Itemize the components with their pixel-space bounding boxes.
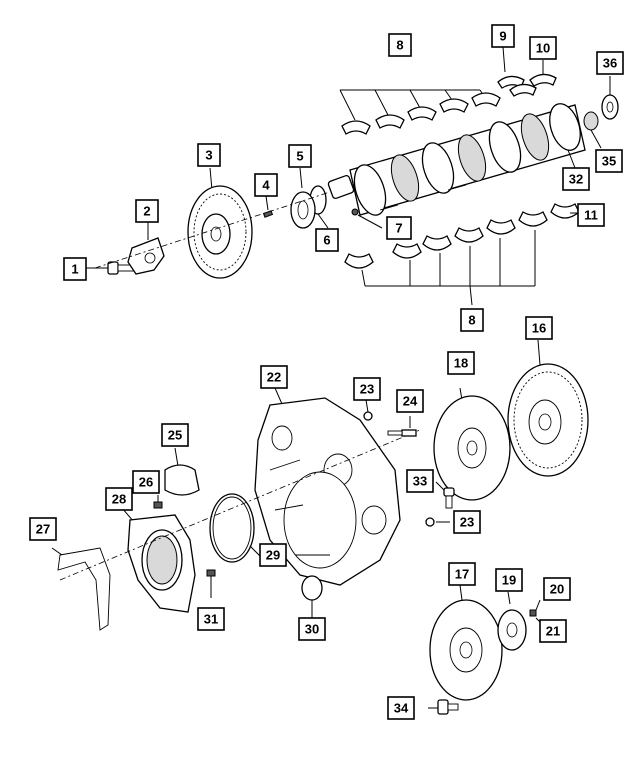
callout-label: 22 (267, 370, 281, 385)
callout-23b: 23 (453, 510, 481, 534)
rear-collar-and-washer (583, 76, 619, 149)
callout-8b: 8 (460, 308, 484, 332)
callout-2: 2 (135, 199, 159, 223)
callout-label: 18 (454, 356, 468, 371)
callout-label: 9 (499, 29, 506, 44)
flywheel (507, 339, 589, 477)
flexplate (433, 387, 511, 509)
lower-flexplate-assembly (428, 584, 541, 715)
callout-label: 19 (502, 573, 516, 588)
callout-label: 24 (403, 394, 418, 409)
callout-11: 11 (577, 203, 605, 227)
callout-label: 16 (532, 321, 546, 336)
callout-label: 21 (546, 624, 560, 639)
callout-9: 9 (491, 24, 515, 48)
callout-29: 29 (259, 543, 287, 567)
rear-seal-retainer (51, 507, 196, 631)
callout-23a: 23 (353, 377, 381, 401)
callout-22: 22 (260, 365, 288, 389)
callout-28: 28 (105, 487, 133, 511)
callout-1: 1 (63, 257, 87, 281)
callout-31: 31 (197, 607, 225, 631)
callout-label: 35 (602, 154, 616, 169)
callout-18: 18 (447, 351, 475, 375)
damper-pin-and-gear (94, 167, 331, 269)
callout-4: 4 (254, 173, 278, 197)
callout-label: 23 (360, 382, 374, 397)
callout-30: 30 (298, 617, 326, 641)
callout-17: 17 (448, 562, 476, 586)
callout-5: 5 (288, 144, 312, 168)
housing-gaskets (209, 493, 323, 618)
callout-21: 21 (539, 619, 567, 643)
callout-label: 33 (413, 474, 427, 489)
callout-34: 34 (387, 696, 415, 720)
callout-label: 27 (36, 522, 50, 537)
callout-label: 8 (468, 313, 475, 328)
upper-bearing-shells (339, 89, 501, 135)
damper-bolt-and-hub (86, 222, 165, 275)
callout-27: 27 (29, 517, 57, 541)
callout-26: 26 (132, 470, 160, 494)
callout-25: 25 (161, 423, 189, 447)
callout-label: 2 (143, 204, 150, 219)
callout-7: 7 (386, 216, 412, 240)
callout-label: 7 (395, 221, 402, 236)
callout-32: 32 (562, 167, 590, 191)
retainer-gasket-and-screws (59, 429, 421, 598)
callout-label: 5 (296, 149, 303, 164)
callout-label: 10 (536, 41, 550, 56)
callout-label: 4 (262, 178, 270, 193)
callout-label: 25 (168, 428, 182, 443)
thrust-bearings (497, 46, 557, 97)
housing-dowels-and-bolt (363, 399, 450, 527)
flywheel-housing (254, 387, 401, 586)
callout-label: 1 (71, 262, 78, 277)
callout-16: 16 (525, 316, 553, 340)
callout-label: 32 (569, 172, 583, 187)
vibration-damper (187, 167, 253, 279)
lower-bearing-shells (344, 203, 580, 306)
callout-label: 31 (204, 612, 218, 627)
callout-33: 33 (406, 469, 434, 493)
callout-35: 35 (595, 149, 623, 173)
callout-label: 6 (323, 233, 330, 248)
callout-20: 20 (543, 577, 571, 601)
callout-label: 29 (266, 548, 280, 563)
callout-label: 26 (139, 475, 153, 490)
callout-label: 20 (550, 582, 564, 597)
callout-label: 3 (205, 148, 212, 163)
callout-label: 11 (584, 208, 598, 223)
callout-label: 17 (455, 567, 469, 582)
callout-8a: 8 (388, 33, 412, 57)
callout-36: 36 (596, 51, 624, 75)
callout-label: 23 (460, 515, 474, 530)
callout-label: 8 (396, 38, 403, 53)
crankshaft (327, 103, 586, 216)
callout-10: 10 (529, 36, 557, 60)
callout-19: 19 (495, 568, 523, 592)
callout-6: 6 (315, 228, 339, 252)
callout-label: 28 (112, 492, 126, 507)
callout-label: 30 (305, 622, 319, 637)
callout-label: 34 (394, 701, 409, 716)
callout-label: 36 (603, 56, 617, 71)
callout-24: 24 (396, 389, 424, 413)
callout-3: 3 (197, 143, 221, 167)
